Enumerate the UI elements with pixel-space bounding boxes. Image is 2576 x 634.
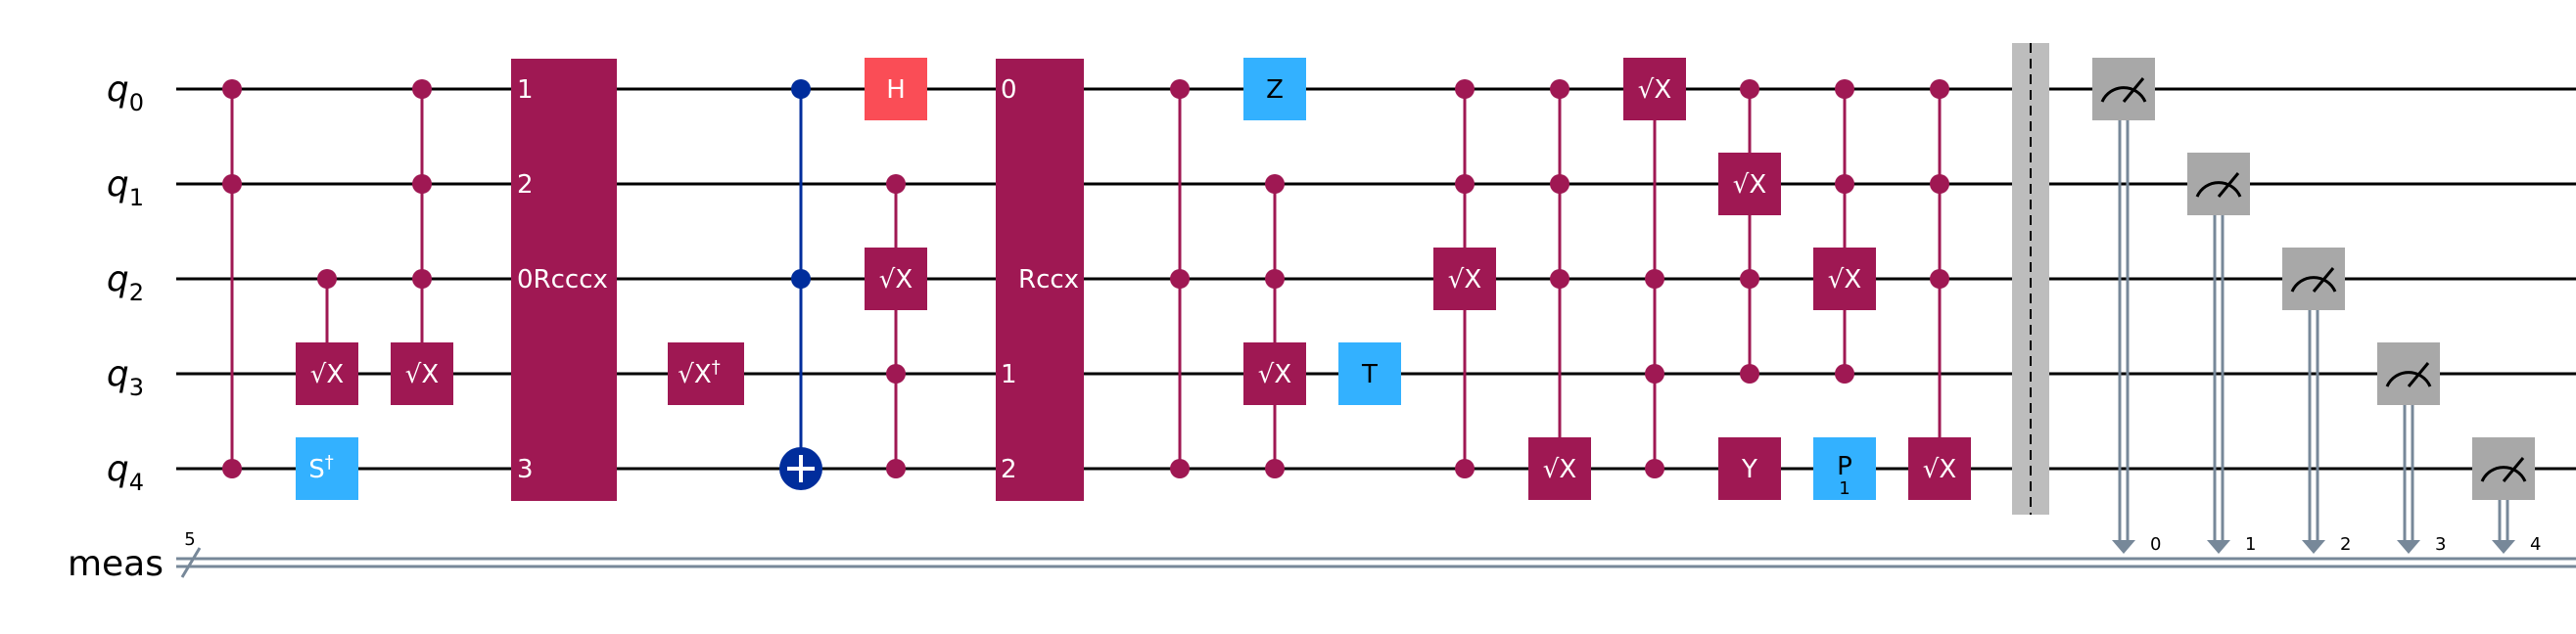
controlled-sx-gate-7: √X xyxy=(1718,79,1781,384)
y-gate: Y xyxy=(1718,437,1781,500)
bus-slash xyxy=(180,547,202,578)
controlled-sx-gate-5: √X xyxy=(1528,79,1591,500)
label-meas: meas xyxy=(68,544,164,584)
svg-text:3: 3 xyxy=(517,455,534,484)
svg-text:√X: √X xyxy=(879,265,913,294)
label-q4: q4 xyxy=(107,449,144,496)
svg-text:√X: √X xyxy=(1448,265,1481,294)
svg-text:Y: Y xyxy=(1741,455,1757,484)
rccx-gate: 0 Rccx 1 2 xyxy=(996,59,1084,501)
svg-text:4: 4 xyxy=(2530,534,2541,555)
sxdg-gate: √X† xyxy=(668,342,744,405)
svg-text:2: 2 xyxy=(1001,455,1017,484)
controlled-sx-gate-3: √X xyxy=(1243,174,1306,478)
svg-text:2: 2 xyxy=(2340,534,2351,555)
measure-q4: 4 xyxy=(2472,437,2541,555)
multi-controlled-sx-gate: √X xyxy=(391,79,453,405)
svg-text:0Rcccx: 0Rcccx xyxy=(517,265,608,294)
svg-text:T: T xyxy=(1361,360,1378,389)
svg-text:√X: √X xyxy=(1638,75,1671,105)
wire-labels: q0 q1 q2 q3 q4 meas xyxy=(68,69,164,584)
svg-text:√X: √X xyxy=(1258,360,1291,389)
svg-text:S†: S† xyxy=(308,452,334,484)
z-gate: Z xyxy=(1243,58,1306,120)
svg-text:2: 2 xyxy=(517,170,534,200)
svg-text:Rccx: Rccx xyxy=(1018,265,1079,294)
svg-text:√X: √X xyxy=(405,360,439,389)
label-q0: q0 xyxy=(107,69,144,116)
toffoli-gate xyxy=(779,79,822,490)
t-gate: T xyxy=(1338,342,1401,405)
svg-text:3: 3 xyxy=(2435,534,2446,555)
multi-control-z-2 xyxy=(1170,79,1190,478)
measure-q3: 3 xyxy=(2377,342,2446,555)
controlled-sx-gate-2: √X xyxy=(865,174,927,478)
svg-text:√X: √X xyxy=(1543,455,1576,484)
svg-text:1: 1 xyxy=(517,75,534,105)
svg-text:0: 0 xyxy=(2150,534,2161,555)
svg-text:√X: √X xyxy=(310,360,344,389)
p-gate: P 1 xyxy=(1813,437,1876,500)
controlled-sx-gate-9: √X xyxy=(1908,79,1971,500)
measure-q2: 2 xyxy=(2282,248,2351,555)
svg-text:H: H xyxy=(886,75,906,105)
controlled-sx-gate-1: √X xyxy=(296,269,358,405)
h-gate: H xyxy=(865,58,927,120)
label-q2: q2 xyxy=(107,259,144,306)
svg-text:P: P xyxy=(1837,452,1852,481)
svg-text:0: 0 xyxy=(1001,75,1017,105)
measure-q0: 0 xyxy=(2092,58,2161,555)
barrier xyxy=(2012,43,2049,515)
svg-text:1: 1 xyxy=(2245,534,2256,555)
sdg-gate: S† xyxy=(296,437,358,500)
svg-text:1: 1 xyxy=(1001,360,1017,389)
svg-text:Z: Z xyxy=(1266,75,1284,105)
label-q3: q3 xyxy=(107,354,144,401)
controlled-sx-gate-6: √X xyxy=(1623,58,1686,478)
measure-q1: 1 xyxy=(2187,153,2256,555)
svg-text:1: 1 xyxy=(1839,478,1850,499)
classical-wire: 5 xyxy=(176,529,2576,578)
classical-size-label: 5 xyxy=(184,529,195,550)
controlled-sx-gate-8: √X xyxy=(1813,79,1876,384)
svg-text:√X: √X xyxy=(1733,170,1766,200)
controlled-sx-gate-4: √X xyxy=(1433,79,1496,478)
rcccx-gate: 1 2 0Rcccx 3 xyxy=(511,59,617,501)
multi-control-z-1 xyxy=(222,79,242,478)
svg-text:√X: √X xyxy=(1828,265,1861,294)
svg-text:√X: √X xyxy=(1923,455,1956,484)
svg-text:√X†: √X† xyxy=(678,357,720,389)
label-q1: q1 xyxy=(107,164,144,211)
